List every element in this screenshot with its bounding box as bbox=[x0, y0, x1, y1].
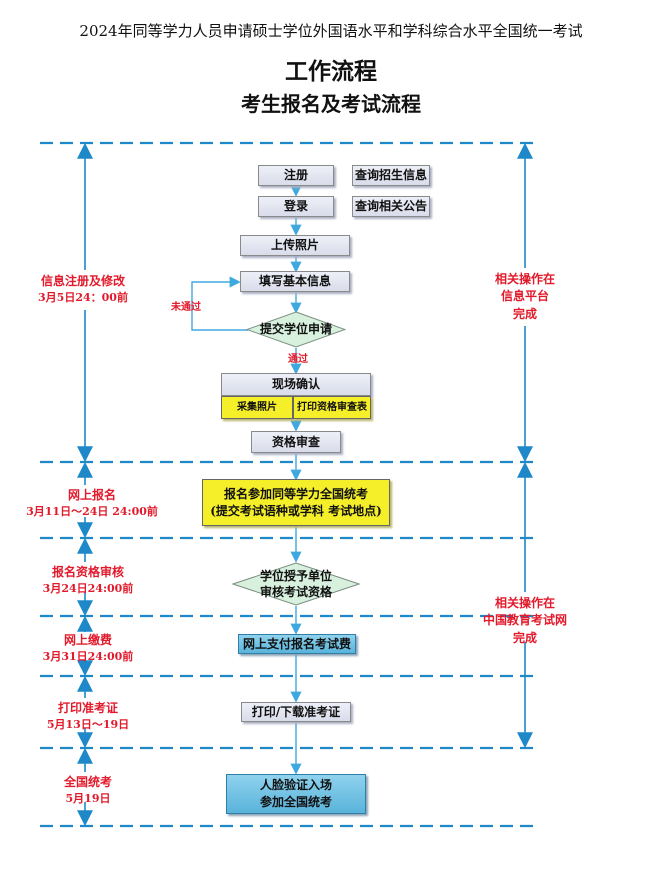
face-verify-line1: 人脸验证入场 bbox=[259, 778, 332, 793]
unit-review-line1: 学位授予单位 bbox=[259, 568, 332, 583]
note-line: 相关操作在 bbox=[494, 272, 555, 286]
phase-label-signup-review: 报名资格审核 3月24日24:00前 bbox=[28, 564, 148, 597]
phase-name: 网上报名 bbox=[67, 488, 116, 502]
note-line: 完成 bbox=[512, 306, 537, 321]
face-verify-line2: 参加全国统考 bbox=[259, 795, 332, 809]
page-subtitle: 考生报名及考试流程 bbox=[241, 92, 421, 116]
fill-basic-info-step: 填写基本信息 bbox=[240, 271, 350, 292]
phase-name: 打印准考证 bbox=[57, 701, 118, 715]
phase-name: 报名资格审核 bbox=[51, 565, 124, 579]
not-passed-label: 未通过 bbox=[171, 302, 201, 313]
unit-review-decision: 学位授予单位 审核考试资格 bbox=[232, 562, 360, 606]
phase-label-national-exam: 全国统考 5月19日 bbox=[28, 774, 148, 807]
rejection-loop-arrow bbox=[191, 276, 248, 331]
phase-name: 信息注册及修改 bbox=[40, 274, 125, 288]
phase-name: 网上缴费 bbox=[63, 633, 112, 647]
phase-deadline: 5月19日 bbox=[65, 792, 111, 806]
phase-label-online-signup: 网上报名 3月11日～24日 24:00前 bbox=[22, 487, 162, 520]
note-line: 中国教育考试网 bbox=[482, 613, 567, 628]
decision-diamond bbox=[232, 562, 360, 606]
print-ticket-step: 打印/下载准考证 bbox=[241, 702, 351, 722]
onsite-confirm-step: 现场确认 bbox=[221, 373, 371, 396]
query-notice: 查询相关公告 bbox=[352, 196, 430, 217]
passed-label: 通过 bbox=[288, 354, 308, 365]
note-line: 相关操作在 bbox=[494, 596, 555, 610]
exam-signup-step: 报名参加同等学力全国统考 (提交考试语种或学科 考试地点) bbox=[202, 479, 390, 526]
qualification-review-step: 资格审查 bbox=[251, 431, 341, 453]
print-review-form-step: 打印资格审查表 bbox=[293, 396, 371, 419]
submit-application-decision: 提交学位申请 bbox=[246, 311, 346, 348]
phase-deadline: 3月31日24:00前 bbox=[42, 650, 134, 664]
phase-deadline: 3月5日24：00前 bbox=[38, 291, 128, 305]
note-line: 信息平台 bbox=[500, 289, 549, 304]
note-line: 完成 bbox=[512, 630, 537, 645]
query-admission-info: 查询招生信息 bbox=[352, 165, 430, 186]
phase-deadline: 3月24日24:00前 bbox=[42, 582, 134, 596]
right-note-exam-network: 相关操作在 中国教育考试网 完成 bbox=[465, 595, 585, 647]
exam-signup-line1: 报名参加同等学力全国统考 bbox=[223, 486, 368, 501]
phase-deadline: 5月13日～19日 bbox=[46, 718, 130, 732]
phase-label-info-register: 信息注册及修改 3月5日24：00前 bbox=[28, 273, 138, 306]
unit-review-label: 学位授予单位 审核考试资格 bbox=[260, 568, 332, 600]
page-title: 工作流程 bbox=[285, 58, 377, 85]
phase-label-print-ticket: 打印准考证 5月13日～19日 bbox=[28, 700, 148, 733]
submit-application-label: 提交学位申请 bbox=[259, 322, 332, 337]
right-note-info-platform: 相关操作在 信息平台 完成 bbox=[470, 271, 580, 323]
collect-photo-step: 采集照片 bbox=[221, 396, 293, 419]
phase-label-online-payment: 网上缴费 3月31日24:00前 bbox=[28, 632, 148, 665]
online-payment-step: 网上支付报名考试费 bbox=[238, 634, 356, 654]
exam-signup-line2: (提交考试语种或学科 考试地点) bbox=[210, 503, 382, 518]
face-verify-step: 人脸验证入场 参加全国统考 bbox=[226, 774, 366, 814]
phase-deadline: 3月11日～24日 24:00前 bbox=[26, 505, 158, 519]
decision-diamond bbox=[246, 311, 346, 348]
upload-photo-step: 上传照片 bbox=[240, 235, 350, 256]
login-step: 登录 bbox=[258, 196, 334, 217]
unit-review-line2: 审核考试资格 bbox=[259, 585, 332, 599]
document-title: 2024年同等学力人员申请硕士学位外国语水平和学科综合水平全国统一考试 bbox=[79, 22, 583, 40]
phase-name: 全国统考 bbox=[63, 775, 112, 789]
register-step: 注册 bbox=[258, 165, 334, 186]
